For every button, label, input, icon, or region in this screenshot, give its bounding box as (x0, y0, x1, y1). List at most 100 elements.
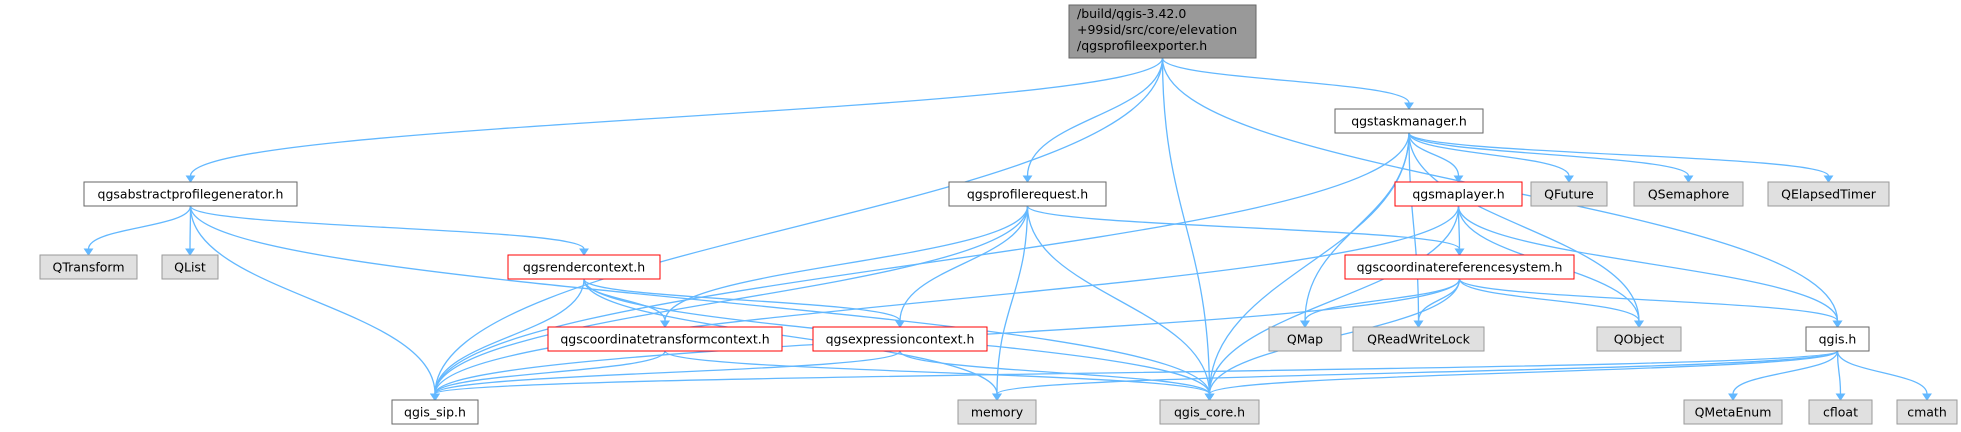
node-qmap: QMap (1268, 326, 1342, 352)
node-box-qtransform (39, 254, 138, 280)
node-box-qgsabstractprofilegenerator (83, 181, 298, 207)
node-label-qgsprofilerequest: qgsprofilerequest.h (967, 187, 1088, 202)
edge-arrowhead-qgsabstractprofilegenerator-to-qlist (185, 248, 195, 256)
edge-arrowhead-qgsabstractprofilegenerator-to-qtransform (83, 248, 94, 256)
node-label-qsemaphore: QSemaphore (1648, 187, 1730, 202)
node-qtransform: QTransform (39, 254, 138, 280)
edge-qgsprofilerequest-to-memory (996, 205, 1029, 395)
edge-arrowhead-root-to-qgsabstractprofilegenerator (185, 175, 196, 183)
node-box-qreadwritelock (1352, 326, 1485, 352)
edge-arrowhead-qgsmaplayer-to-qgscoordinatereferencesystem (1454, 248, 1465, 256)
node-label-qgscoordinatetransformcontext: qgscoordinatetransformcontext.h (560, 332, 769, 347)
node-qelapsedtimer: QElapsedTimer (1767, 181, 1890, 207)
node-box-qgstaskmanager (1334, 108, 1484, 134)
edge-qgsmaplayer-to-qgis (1457, 205, 1839, 322)
edge-qgis-to-cmath (1836, 350, 1928, 395)
node-label-qmetaenum: QMetaEnum (1695, 405, 1772, 420)
edge-qgsabstractprofilegenerator-to-qgis_sip (189, 205, 436, 395)
node-label-qgsrendercontext: qgsrendercontext.h (523, 260, 645, 275)
node-qmetaenum: QMetaEnum (1683, 399, 1783, 425)
node-qgis_core: qgis_core.h (1159, 399, 1260, 425)
node-label-qgis_core: qgis_core.h (1174, 405, 1245, 420)
node-box-qgscoordinatereferencesystem (1344, 254, 1575, 280)
node-label-qmap: QMap (1287, 332, 1323, 347)
node-qlist: QList (161, 254, 219, 280)
edge-qgis-to-cfloat (1836, 350, 1842, 395)
edge-qgsrendercontext-to-qgis_sip (434, 278, 585, 395)
node-box-qmap (1268, 326, 1342, 352)
node-qgsmaplayer[interactable]: qgsmaplayer.h (1394, 181, 1523, 207)
node-qgscoordinatereferencesystem[interactable]: qgscoordinatereferencesystem.h (1344, 254, 1575, 280)
node-cfloat: cfloat (1808, 399, 1873, 425)
node-memory: memory (957, 399, 1037, 425)
edge-arrowhead-qgscoordinatereferencesystem-to-qmap (1300, 320, 1310, 328)
node-box-qgsrendercontext (507, 254, 661, 280)
node-label-qreadwritelock: QReadWriteLock (1367, 332, 1471, 347)
node-box-qlist (161, 254, 219, 280)
edge-qgis-to-qgis_core (1208, 350, 1839, 395)
edge-qgis-to-memory (996, 350, 1839, 395)
edge-arrowhead-qgis-to-qmetaenum (1728, 393, 1738, 401)
node-cmath: cmath (1896, 399, 1958, 425)
node-qgsprofilerequest[interactable]: qgsprofilerequest.h (948, 181, 1107, 207)
edge-arrowhead-qgis-to-qgis_sip (430, 393, 440, 401)
edge-qgsmaplayer-to-qgis_core (1208, 205, 1460, 395)
edge-arrowhead-qgis-to-qgis_core (1204, 393, 1215, 401)
node-box-root (1068, 4, 1257, 59)
node-qgis[interactable]: qgis.h (1805, 326, 1870, 352)
edge-arrowhead-root-to-qgstaskmanager (1404, 102, 1414, 110)
node-qgscoordinatetransformcontext[interactable]: qgscoordinatetransformcontext.h (547, 326, 783, 352)
node-label-qgsmaplayer: qgsmaplayer.h (1412, 187, 1504, 202)
node-qsemaphore: QSemaphore (1633, 181, 1744, 207)
edge-qgsprofilerequest-to-qgis_sip (434, 205, 1029, 395)
node-qgstaskmanager[interactable]: qgstaskmanager.h (1334, 108, 1484, 134)
edge-qgstaskmanager-to-qsemaphore (1408, 132, 1690, 177)
edge-root-to-qgsprofilerequest (1026, 57, 1164, 177)
edge-qgstaskmanager-to-qgsmaplayer (1408, 132, 1460, 177)
edge-arrowhead-qgstaskmanager-to-qfuture (1564, 175, 1574, 183)
edge-root-to-qgis_core (1161, 57, 1211, 395)
edge-qgsrendercontext-to-qgsexpressioncontext (583, 278, 901, 322)
edge-qgsexpressioncontext-to-qgis_sip (434, 350, 901, 395)
edge-arrowhead-qgis-to-cfloat (1835, 393, 1846, 401)
edge-arrowhead-qgsabstractprofilegenerator-to-qgsrendercontext (579, 248, 589, 256)
edge-arrowhead-qgscoordinatereferencesystem-to-qgis (1832, 320, 1843, 328)
edge-qgscoordinatereferencesystem-to-qgis (1458, 278, 1839, 322)
node-label-qgsexpressioncontext: qgsexpressioncontext.h (826, 332, 975, 347)
edge-arrowhead-qgscoordinatereferencesystem-to-qobject (1634, 320, 1644, 328)
node-box-qsemaphore (1633, 181, 1744, 207)
node-qgsabstractprofilegenerator[interactable]: qgsabstractprofilegenerator.h (83, 181, 298, 207)
edge-qgsexpressioncontext-to-qgis_core (899, 350, 1211, 395)
edge-root-to-qgstaskmanager (1161, 57, 1410, 104)
node-layer: /build/qgis-3.42.0+99sid/src/core/elevat… (39, 4, 1958, 425)
edge-layer (83, 57, 1932, 401)
edge-qgscoordinatereferencesystem-to-qmap (1304, 278, 1461, 322)
node-qgsrendercontext[interactable]: qgsrendercontext.h (507, 254, 661, 280)
edge-arrowhead-qgscoordinatereferencesystem-to-qreadwritelock (1413, 320, 1424, 328)
node-root[interactable]: /build/qgis-3.42.0+99sid/src/core/elevat… (1068, 4, 1257, 59)
edge-arrowhead-qgsrendercontext-to-qgsexpressioncontext (895, 320, 905, 328)
node-label-qgis: qgis.h (1819, 332, 1857, 347)
node-box-qgsmaplayer (1394, 181, 1523, 207)
node-qgsexpressioncontext[interactable]: qgsexpressioncontext.h (812, 326, 988, 352)
edge-arrowhead-qgis-to-cmath (1922, 393, 1932, 401)
edge-qgstaskmanager-to-qreadwritelock (1408, 132, 1420, 322)
node-label-qgstaskmanager: qgstaskmanager.h (1351, 114, 1467, 129)
edge-qgsprofilerequest-to-qgscoordinatetransformcontext (664, 205, 1029, 322)
node-qgis_sip[interactable]: qgis_sip.h (391, 399, 479, 425)
edge-qgsprofilerequest-to-qgsexpressioncontext (899, 205, 1029, 322)
node-label-qgscoordinatereferencesystem: qgscoordinatereferencesystem.h (1357, 260, 1563, 275)
node-box-qgis_sip (391, 399, 479, 425)
edge-qgstaskmanager-to-qfuture (1408, 132, 1570, 177)
node-box-qelapsedtimer (1767, 181, 1890, 207)
node-label-root: +99sid/src/core/elevation (1077, 22, 1237, 37)
node-box-qgsprofilerequest (948, 181, 1107, 207)
node-box-qmetaenum (1683, 399, 1783, 425)
node-box-qgscoordinatetransformcontext (547, 326, 783, 352)
edge-qgsabstractprofilegenerator-to-qtransform (87, 205, 192, 250)
edge-arrowhead-qgstaskmanager-to-qgsmaplayer (1453, 175, 1464, 183)
edge-arrowhead-qgsrendercontext-to-qgscoordinatetransformcontext (660, 320, 670, 328)
edge-arrowhead-root-to-qgsprofilerequest (1022, 175, 1033, 183)
node-label-qobject: QObject (1614, 332, 1665, 347)
